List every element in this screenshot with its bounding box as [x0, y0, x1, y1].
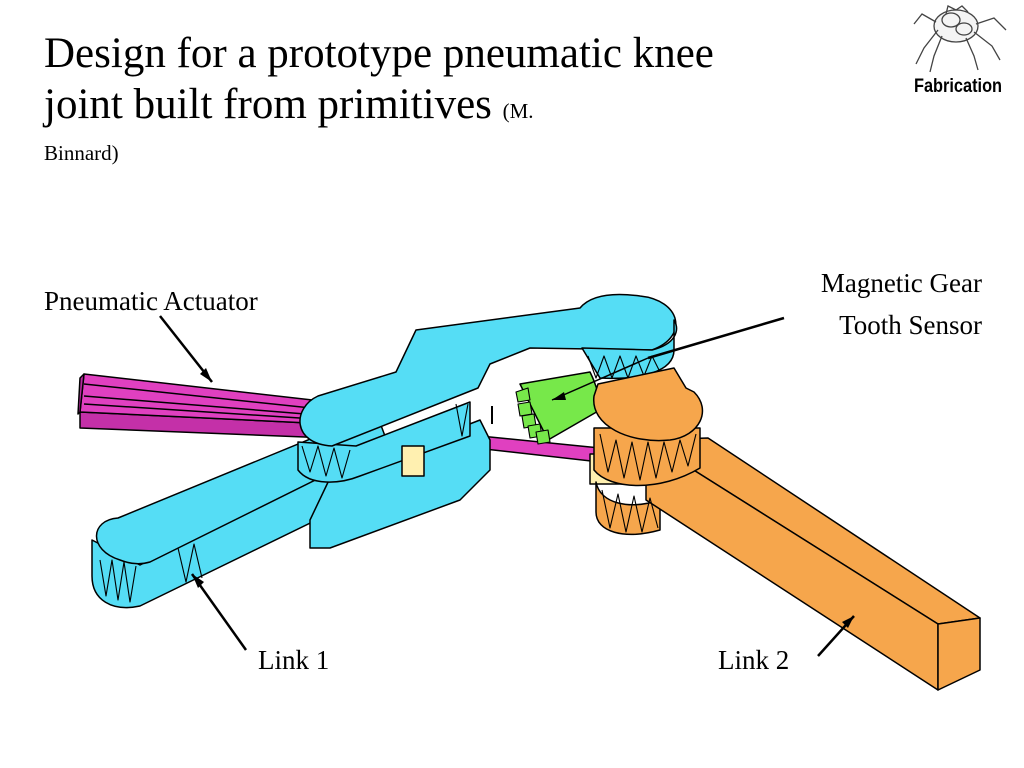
gear-assembly: [491, 371, 601, 445]
label-link-1: Link 1: [258, 645, 330, 675]
actuator-end-face: [77, 373, 85, 415]
title-main: Design for a prototype pneumatic knee jo…: [44, 30, 714, 128]
link1-pointer: [190, 573, 248, 651]
sensor-pointer: [647, 316, 785, 360]
gear-teeth: [515, 387, 551, 445]
logo-label: Fabrication: [913, 76, 1003, 97]
page-title: Design for a prototype pneumatic knee jo…: [44, 28, 784, 165]
logo: Fabrication: [896, 2, 1020, 102]
label-link-2: Link 2: [718, 645, 790, 675]
label-pointers: [159, 315, 855, 657]
label-pneumatic-actuator: Pneumatic Actuator: [44, 286, 258, 316]
upper-pivot-top: [593, 367, 704, 442]
link-2: [593, 367, 981, 691]
link-1-upper: [297, 293, 678, 549]
sensor-pointer-extension: [551, 357, 649, 401]
title-credit-name: Binnard): [44, 141, 119, 165]
link1-upper-side: [297, 401, 471, 483]
pneumatic-actuator: [77, 373, 601, 463]
label-tooth-sensor: Tooth Sensor: [839, 310, 982, 340]
bracket-block-left: [401, 445, 425, 477]
label-magnetic-gear: Magnetic Gear: [820, 268, 982, 298]
upper-pivot-side: [593, 427, 701, 487]
link2-end-face: [937, 617, 981, 691]
spider-robot-icon: [913, 5, 1007, 73]
title-credit: (M.: [502, 99, 534, 123]
housing-side: [309, 419, 491, 549]
